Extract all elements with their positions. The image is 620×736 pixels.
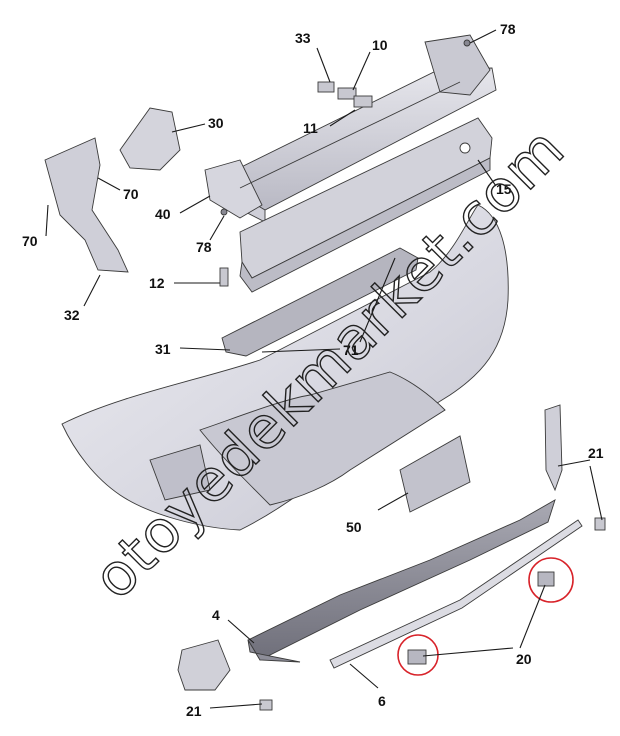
callout-71: 71 <box>343 342 359 358</box>
upper-guide-rail <box>221 247 419 357</box>
small-parts <box>219 39 471 287</box>
callout-50: 50 <box>346 519 362 535</box>
lower-bracket-left <box>177 639 273 711</box>
callout-10: 10 <box>372 37 388 53</box>
side-guide-left <box>44 137 129 273</box>
callout-4: 4 <box>212 607 220 623</box>
callout-21-right: 21 <box>588 445 604 461</box>
callout-20: 20 <box>516 651 532 667</box>
callout-30: 30 <box>208 115 224 131</box>
callout-labels: 33 10 78 30 11 70 15 40 70 78 12 32 31 7… <box>22 21 604 719</box>
reinforcement-beam <box>204 34 497 223</box>
license-plate-bracket <box>399 435 471 513</box>
callout-70-lower: 70 <box>22 233 38 249</box>
callout-21-left: 21 <box>186 703 202 719</box>
small-brackets <box>317 81 373 108</box>
callout-78-top: 78 <box>500 21 516 37</box>
callout-33: 33 <box>295 30 311 46</box>
trim-strip <box>329 519 583 669</box>
clip-20 <box>407 571 555 665</box>
callout-70-upper: 70 <box>123 186 139 202</box>
highlight-circle-2 <box>528 557 574 603</box>
callout-6: 6 <box>378 693 386 709</box>
callout-40: 40 <box>155 206 171 222</box>
callout-11: 11 <box>303 120 318 136</box>
callout-15: 15 <box>496 181 512 197</box>
callout-32: 32 <box>64 307 80 323</box>
callout-12: 12 <box>149 275 165 291</box>
callout-31: 31 <box>155 341 171 357</box>
bumper-cover <box>61 204 509 531</box>
side-bracket-left <box>119 107 181 171</box>
callout-78-mid: 78 <box>196 239 212 255</box>
lower-diffuser <box>247 499 556 663</box>
side-bracket-right <box>544 404 606 531</box>
leader-lines <box>45 29 603 709</box>
impact-absorber <box>239 117 493 293</box>
